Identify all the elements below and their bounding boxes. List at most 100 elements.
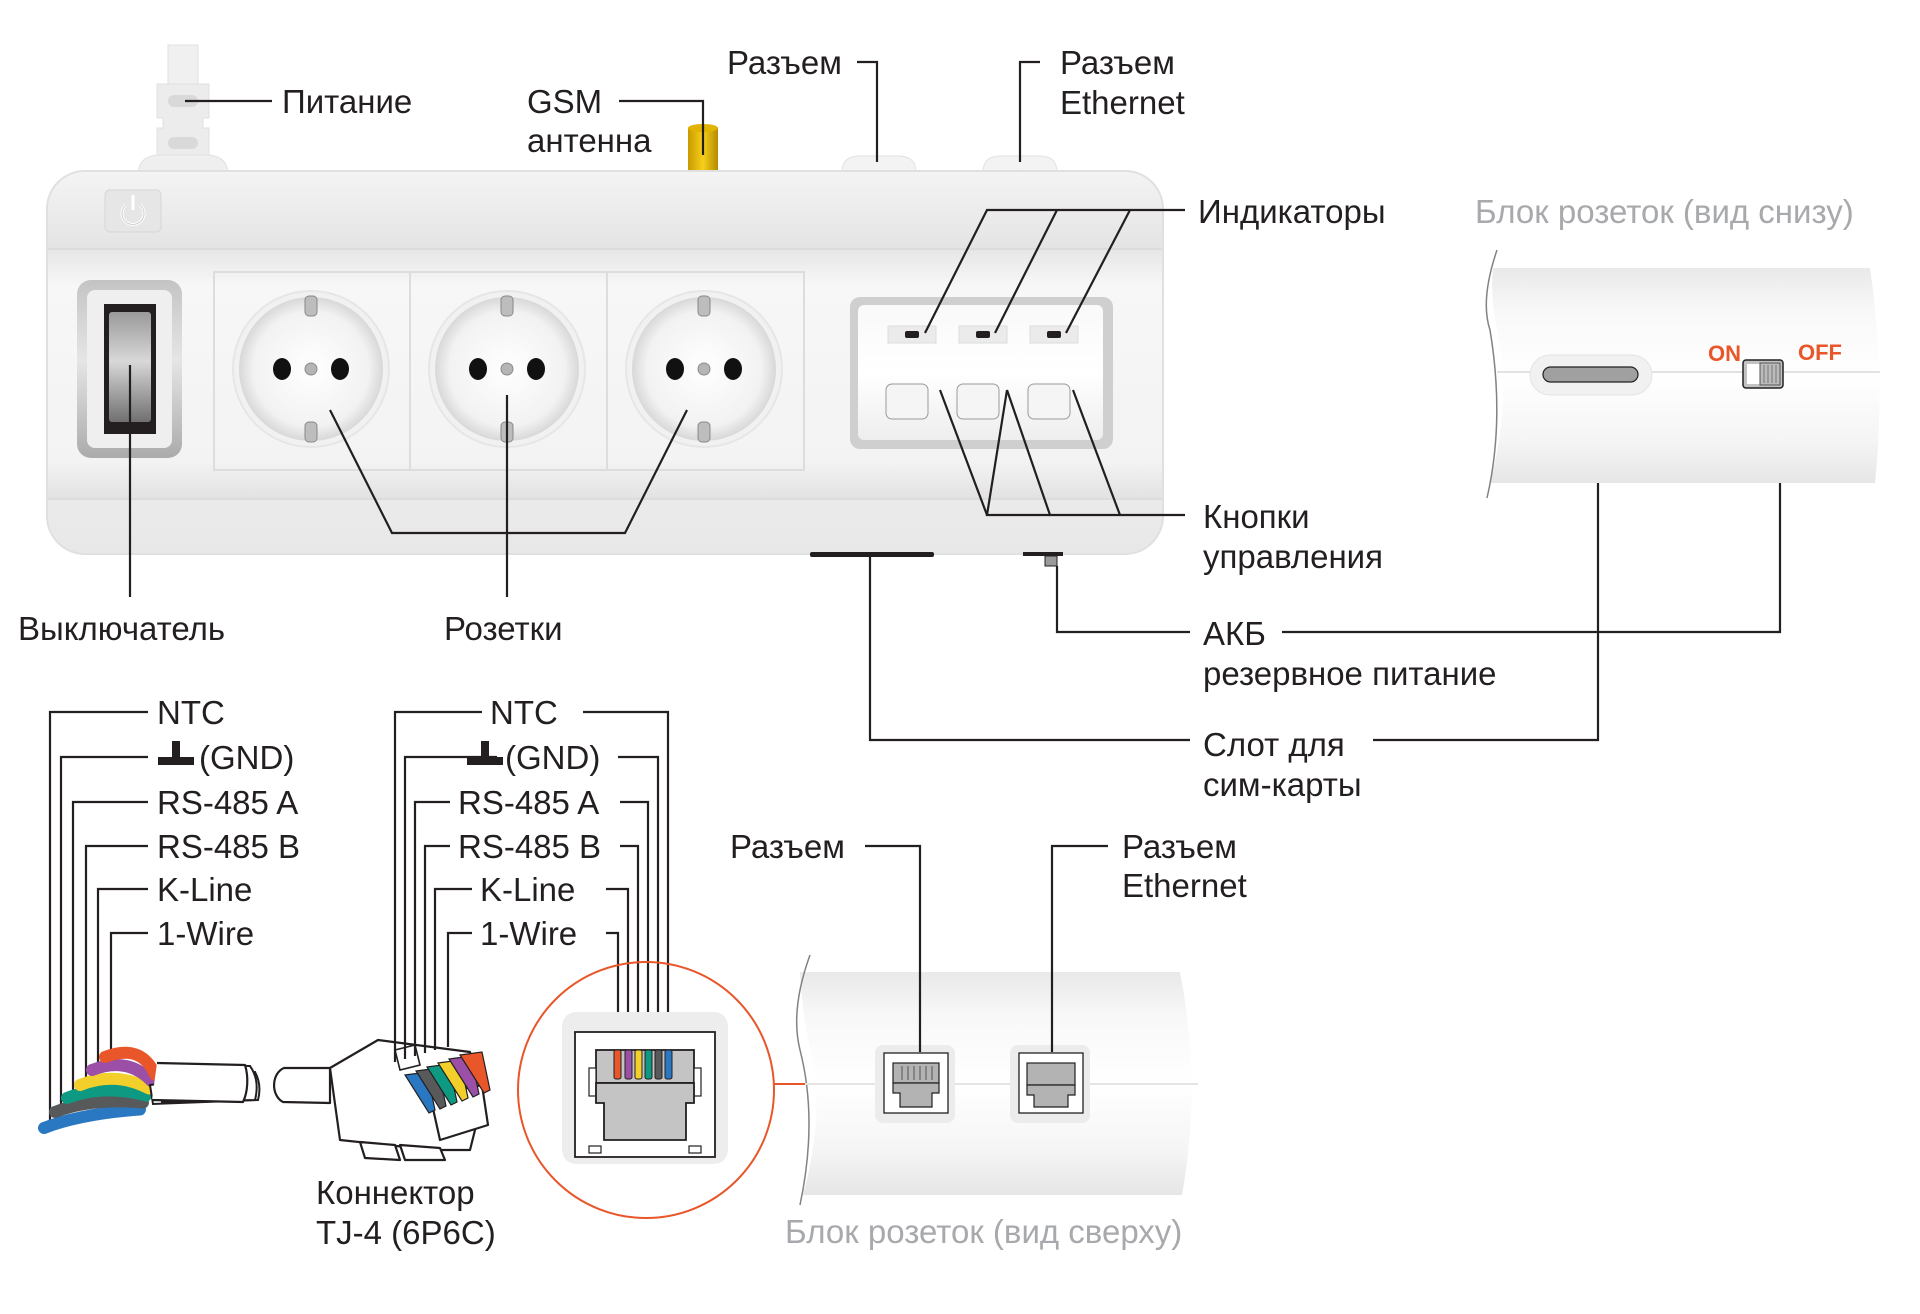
pin-label-mid: RS-485 B <box>458 828 601 865</box>
cable-wires <box>38 1046 161 1134</box>
pin-leader-left <box>71 800 148 1098</box>
pin-leader-mid-left <box>403 755 497 1059</box>
pin-leader-mid-right <box>606 887 630 1050</box>
pin-leader-left <box>96 887 148 1070</box>
pin-label-mid: RS-485 A <box>458 784 599 821</box>
label-gsm-antenna-2: антенна <box>527 122 652 159</box>
label-battery-1: АКБ <box>1203 615 1266 652</box>
pin-label-left: 1-Wire <box>157 915 254 952</box>
pin-leader-mid-left <box>433 887 472 1050</box>
indicator-led <box>887 325 937 344</box>
top-connector-bumps <box>841 155 1058 173</box>
cable-wire <box>74 1072 155 1095</box>
jack-pin <box>644 1049 653 1080</box>
pin-label-left: K-Line <box>157 871 252 908</box>
ground-icon-stem <box>172 741 180 757</box>
cable-pinout-leaders <box>48 710 148 1128</box>
jack-pin <box>654 1049 663 1080</box>
cable-wire <box>86 1059 158 1088</box>
sim-slot-edge <box>810 552 934 557</box>
power-socket[interactable] <box>428 290 586 448</box>
indicator-led <box>958 325 1008 344</box>
label-connector-bottom: Разъем <box>730 828 845 865</box>
label-ethernet-bottom-2: Ethernet <box>1122 867 1247 904</box>
cable-wire <box>99 1046 161 1081</box>
indicator-led <box>1029 325 1079 344</box>
ground-clip-bottom <box>697 421 711 443</box>
cable-wire <box>61 1084 152 1104</box>
jack-pin <box>634 1049 643 1080</box>
top-view-block <box>795 844 1198 1206</box>
cable-break <box>151 1061 332 1105</box>
label-power: Питание <box>282 83 412 120</box>
pin-leader-mid-left <box>393 710 482 1062</box>
power-socket[interactable] <box>625 290 783 448</box>
tj4-plug-pins <box>403 1051 491 1114</box>
cable-wire <box>38 1103 146 1134</box>
power-socket[interactable] <box>232 290 390 448</box>
label-switch-off: OFF <box>1798 340 1842 365</box>
battery-connector-edge <box>1023 552 1063 556</box>
label-indicators: Индикаторы <box>1198 193 1386 230</box>
control-panel <box>850 297 1113 449</box>
pin-leader-mid-right <box>583 710 670 1050</box>
label-top-view-title: Блок розеток (вид сверху) <box>785 1213 1182 1250</box>
label-ethernet-bottom-1: Разъем <box>1122 828 1237 865</box>
jack-pin <box>624 1049 633 1080</box>
battery-toggle-switch[interactable] <box>1742 359 1784 389</box>
pin-label-mid: K-Line <box>480 871 575 908</box>
power-icon <box>120 195 146 226</box>
power-cord <box>137 44 229 173</box>
indicator-light <box>905 331 919 338</box>
socket-screw <box>500 362 514 376</box>
label-sim-slot-2: сим-карты <box>1203 766 1362 803</box>
sockets-panel <box>213 271 805 471</box>
socket-screw <box>697 362 711 376</box>
pin-leader-mid-right <box>606 931 620 1050</box>
label-sockets: Розетки <box>444 610 563 647</box>
ground-icon <box>467 757 503 765</box>
pin-leader-mid-left <box>446 931 472 1047</box>
pin-leader-mid-left <box>423 844 450 1053</box>
cable-wire <box>49 1095 149 1118</box>
control-button[interactable] <box>1027 383 1071 420</box>
jack-pin <box>664 1049 673 1080</box>
plug-pin <box>458 1051 491 1094</box>
pin-leader-left <box>109 931 148 1057</box>
bottom-view-block <box>1485 249 1880 499</box>
label-tj4-1: Коннектор <box>316 1174 475 1211</box>
label-battery-2: резервное питание <box>1203 655 1497 692</box>
pin-leader-left <box>59 755 148 1112</box>
pin-label-left: RS-485 B <box>157 828 300 865</box>
pin-leader-mid-right <box>620 844 640 1050</box>
pin-leader-mid-right <box>618 755 660 1050</box>
ground-clip-bottom <box>304 421 318 443</box>
socket-hole-right <box>724 358 742 380</box>
pin-leader-mid-right <box>620 800 650 1050</box>
ground-clip-top <box>500 295 514 317</box>
label-sim-slot-1: Слот для <box>1203 726 1345 763</box>
label-connector-top: Разъем <box>727 44 842 81</box>
pin-leader-left <box>84 844 148 1085</box>
control-button[interactable] <box>885 383 929 420</box>
label-bottom-view-title: Блок розеток (вид снизу) <box>1475 193 1854 230</box>
rj12-connector-port[interactable] <box>875 1045 955 1123</box>
ground-clip-top <box>304 295 318 317</box>
indicator-light <box>976 331 990 338</box>
battery-connector <box>1044 555 1058 567</box>
control-button[interactable] <box>956 383 1000 420</box>
ground-icon-stem <box>481 741 489 757</box>
jack-pin <box>613 1049 622 1080</box>
pin-label-left: RS-485 A <box>157 784 298 821</box>
pin-leader-mid-left <box>413 800 450 1056</box>
jack-pinout-leaders <box>393 710 670 1062</box>
label-control-buttons-1: Кнопки <box>1203 498 1310 535</box>
pin-label-left: NTC <box>157 694 225 731</box>
pin-label-mid: 1-Wire <box>480 915 577 952</box>
power-button[interactable] <box>104 189 162 233</box>
label-tj4-2: TJ-4 (6P6C) <box>316 1214 496 1251</box>
ethernet-port[interactable] <box>1010 1045 1090 1123</box>
